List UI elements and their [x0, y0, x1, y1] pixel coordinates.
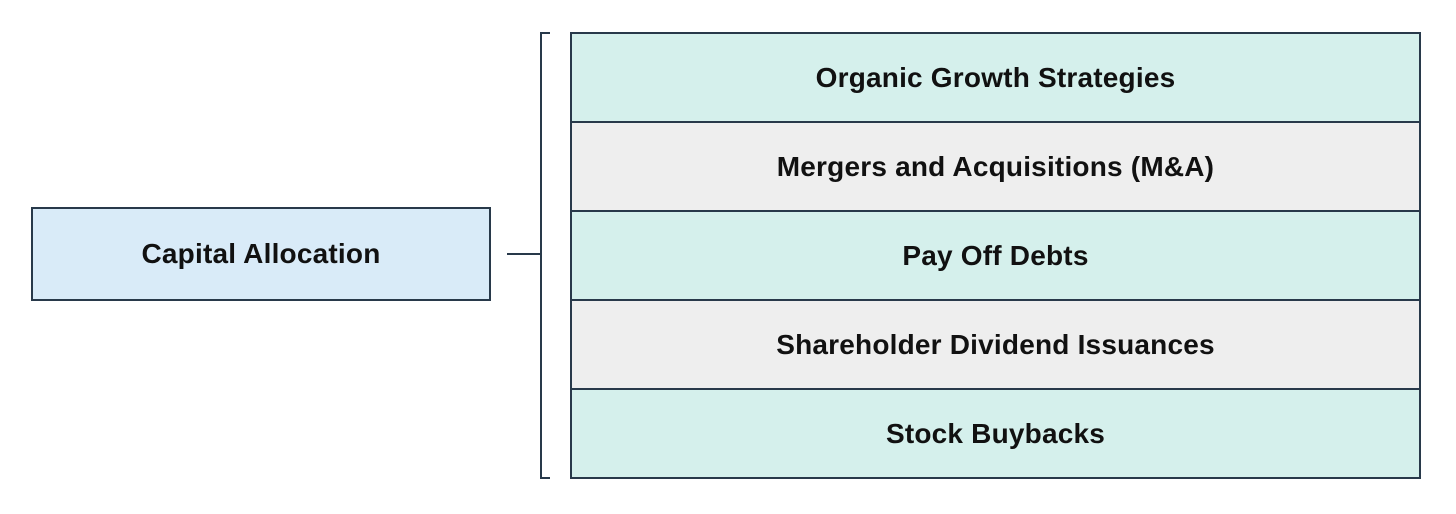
connector-line: [507, 253, 541, 255]
branch-row-shareholder-dividends: Shareholder Dividend Issuances: [572, 301, 1419, 390]
bracket: [540, 32, 550, 479]
branch-row-label: Stock Buybacks: [885, 417, 1106, 449]
branch-row-label: Organic Growth Strategies: [815, 61, 1176, 93]
branch-row-organic-growth: Organic Growth Strategies: [572, 34, 1419, 123]
branch-stack: Organic Growth Strategies Mergers and Ac…: [570, 32, 1421, 479]
branch-row-pay-off-debts: Pay Off Debts: [572, 212, 1419, 301]
branch-row-label: Mergers and Acquisitions (M&A): [776, 150, 1215, 182]
root-node-label: Capital Allocation: [141, 238, 381, 269]
branch-row-stock-buybacks: Stock Buybacks: [572, 390, 1419, 477]
branch-row-label: Shareholder Dividend Issuances: [776, 328, 1215, 360]
branch-row-label: Pay Off Debts: [902, 239, 1089, 271]
branch-row-mergers-acquisitions: Mergers and Acquisitions (M&A): [572, 123, 1419, 212]
node-capital-allocation: Capital Allocation: [31, 207, 491, 301]
